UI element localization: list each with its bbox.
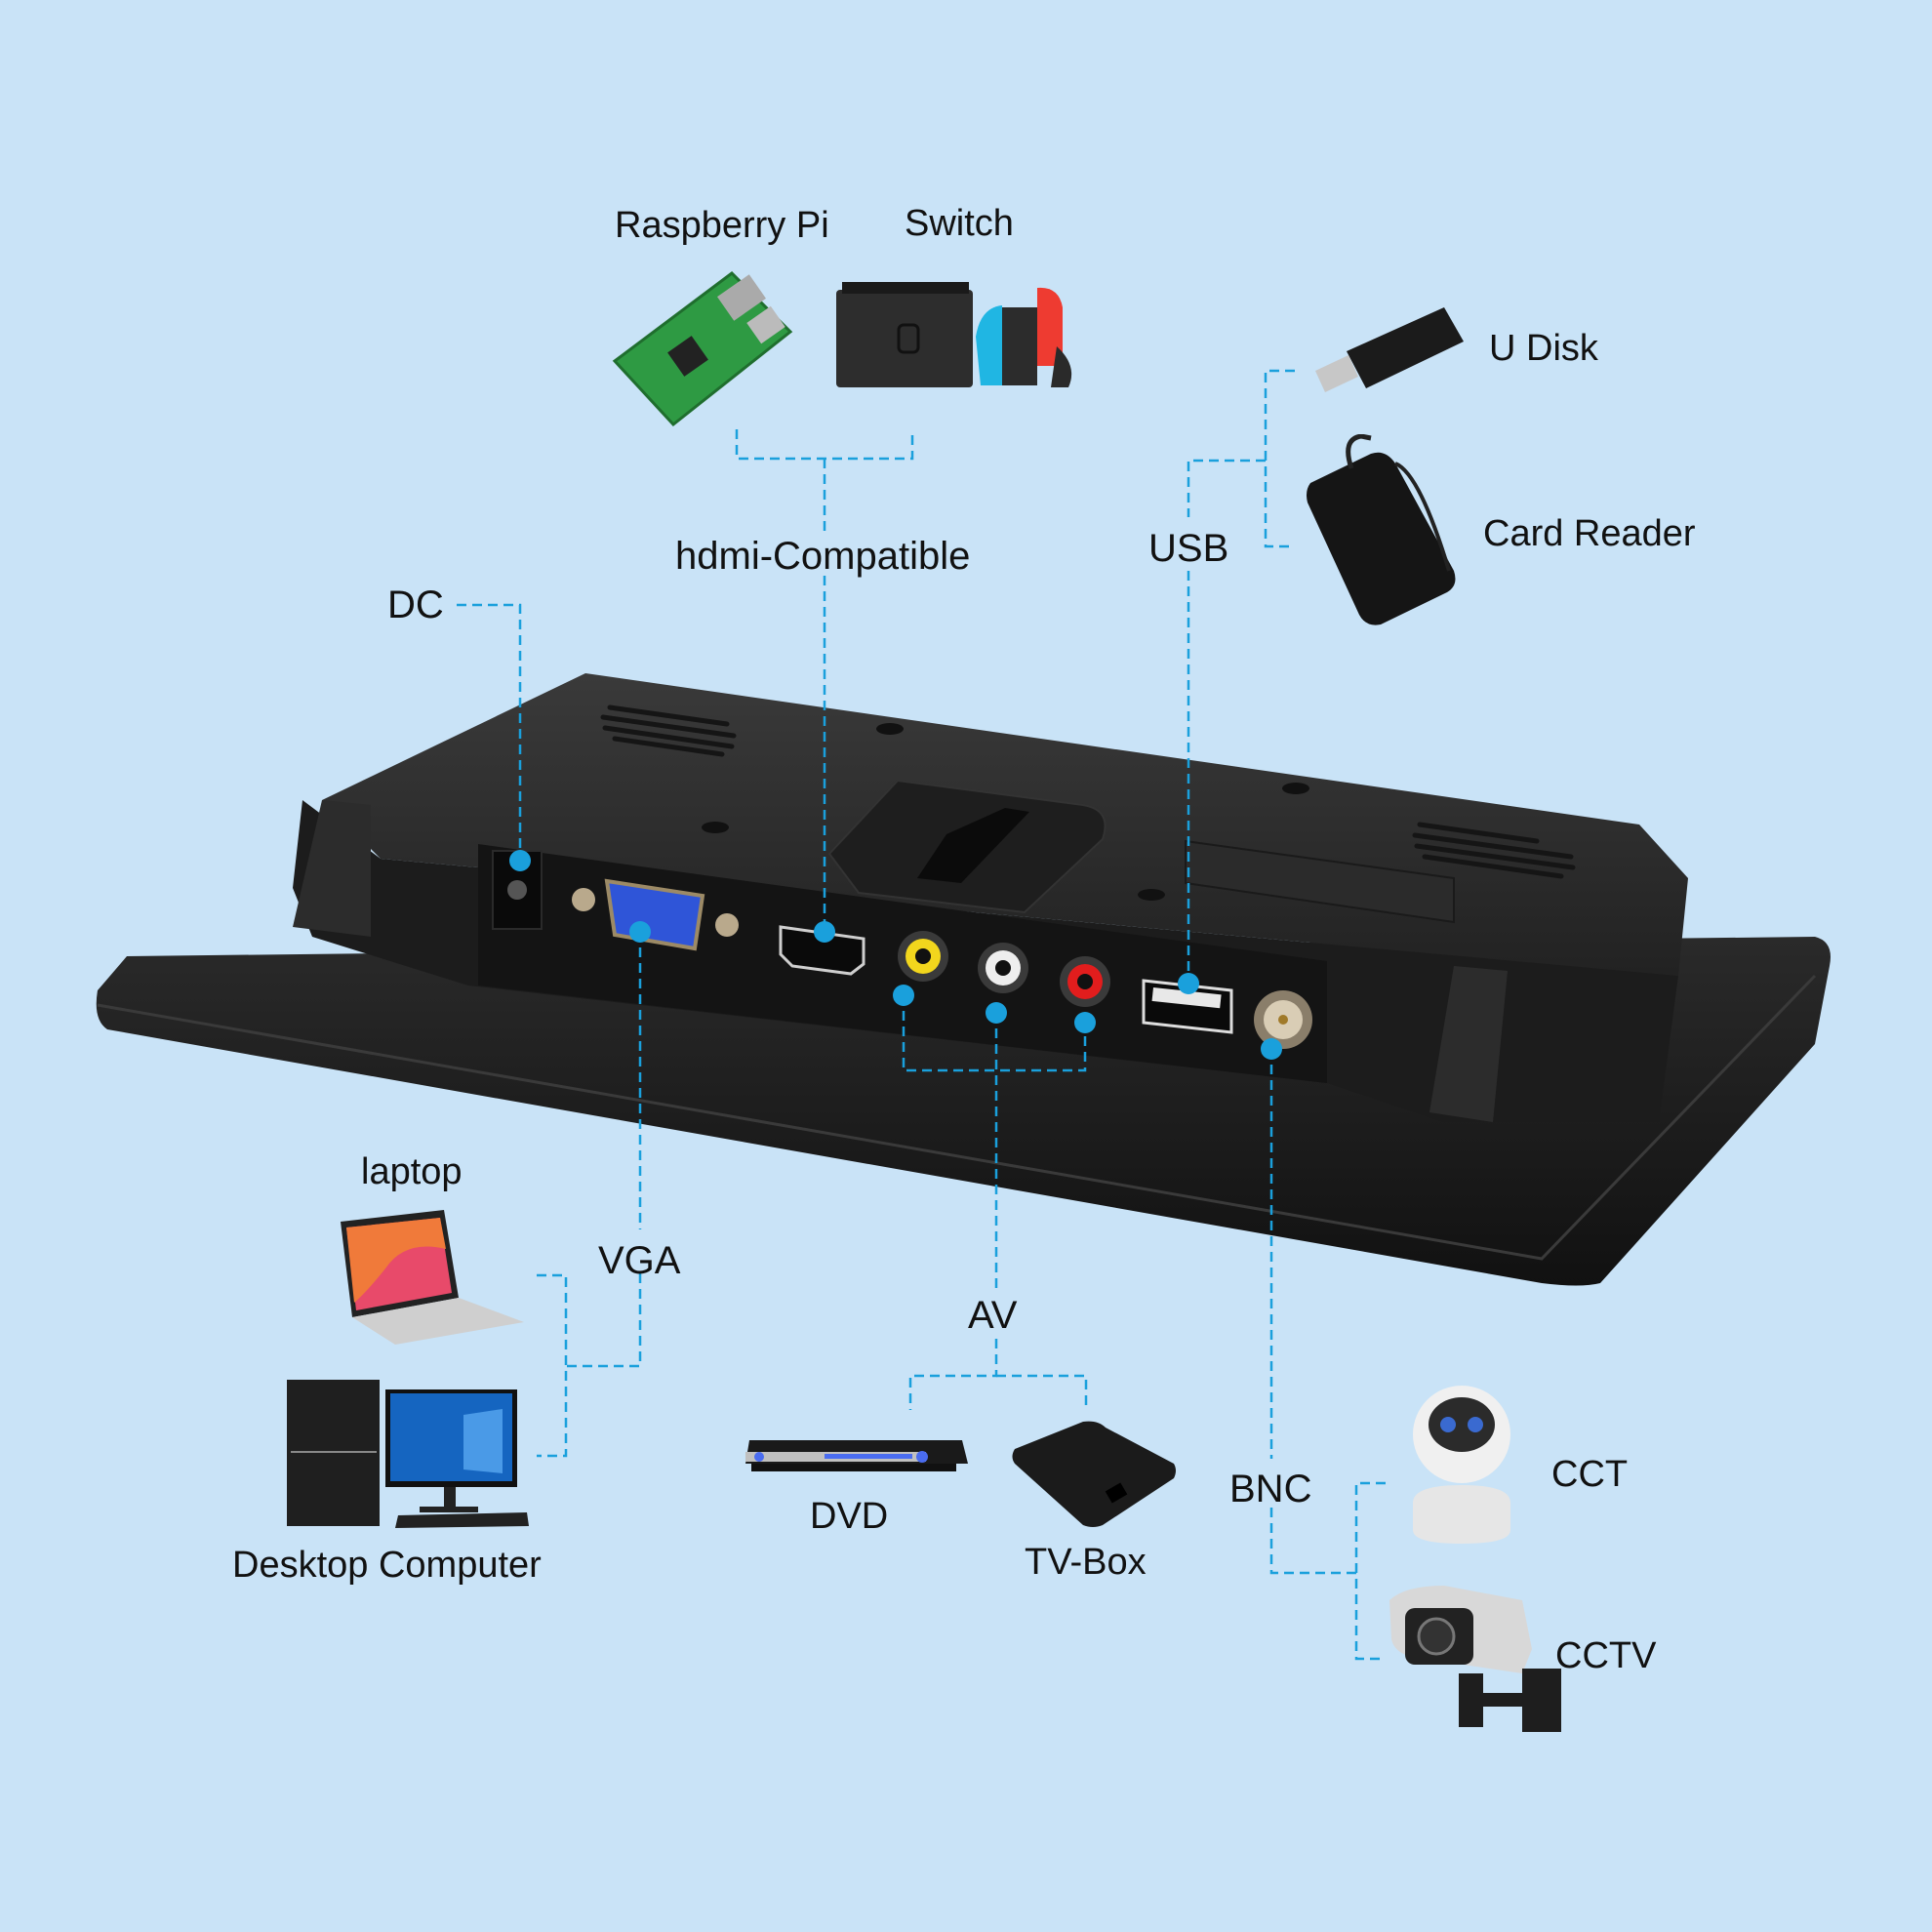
dc-port-label: DC (387, 584, 444, 626)
tv-box-icon (1012, 1421, 1176, 1527)
tv-box-label: TV-Box (1025, 1542, 1147, 1583)
card-reader-label: Card Reader (1483, 513, 1696, 554)
vga-port-label: VGA (598, 1239, 681, 1282)
card-reader-icon (1307, 434, 1456, 625)
raspberry-pi-icon (612, 271, 793, 427)
usb-flash-drive-icon (1315, 307, 1464, 392)
usb-port-label: USB (1148, 527, 1229, 570)
av-port-label: AV (968, 1294, 1018, 1337)
desktop-computer-label: Desktop Computer (232, 1545, 542, 1586)
cct-label: CCT (1551, 1454, 1629, 1495)
switch-label: Switch (905, 203, 1014, 244)
u-disk-label: U Disk (1489, 328, 1598, 369)
cctv-label: CCTV (1555, 1635, 1657, 1676)
nintendo-switch-icon (836, 282, 1072, 387)
dvd-player-icon (745, 1440, 968, 1471)
dvd-label: DVD (810, 1496, 889, 1537)
bnc-port-label: BNC (1229, 1468, 1312, 1510)
bullet-cctv-camera-icon (1389, 1586, 1561, 1732)
dome-camera-icon (1413, 1386, 1510, 1544)
desktop-computer-icon (287, 1380, 529, 1528)
laptop-label: laptop (361, 1151, 463, 1192)
raspberry-pi-label: Raspberry Pi (615, 205, 829, 246)
hdmi-port-label: hdmi-Compatible (675, 535, 971, 578)
laptop-icon (341, 1210, 524, 1345)
